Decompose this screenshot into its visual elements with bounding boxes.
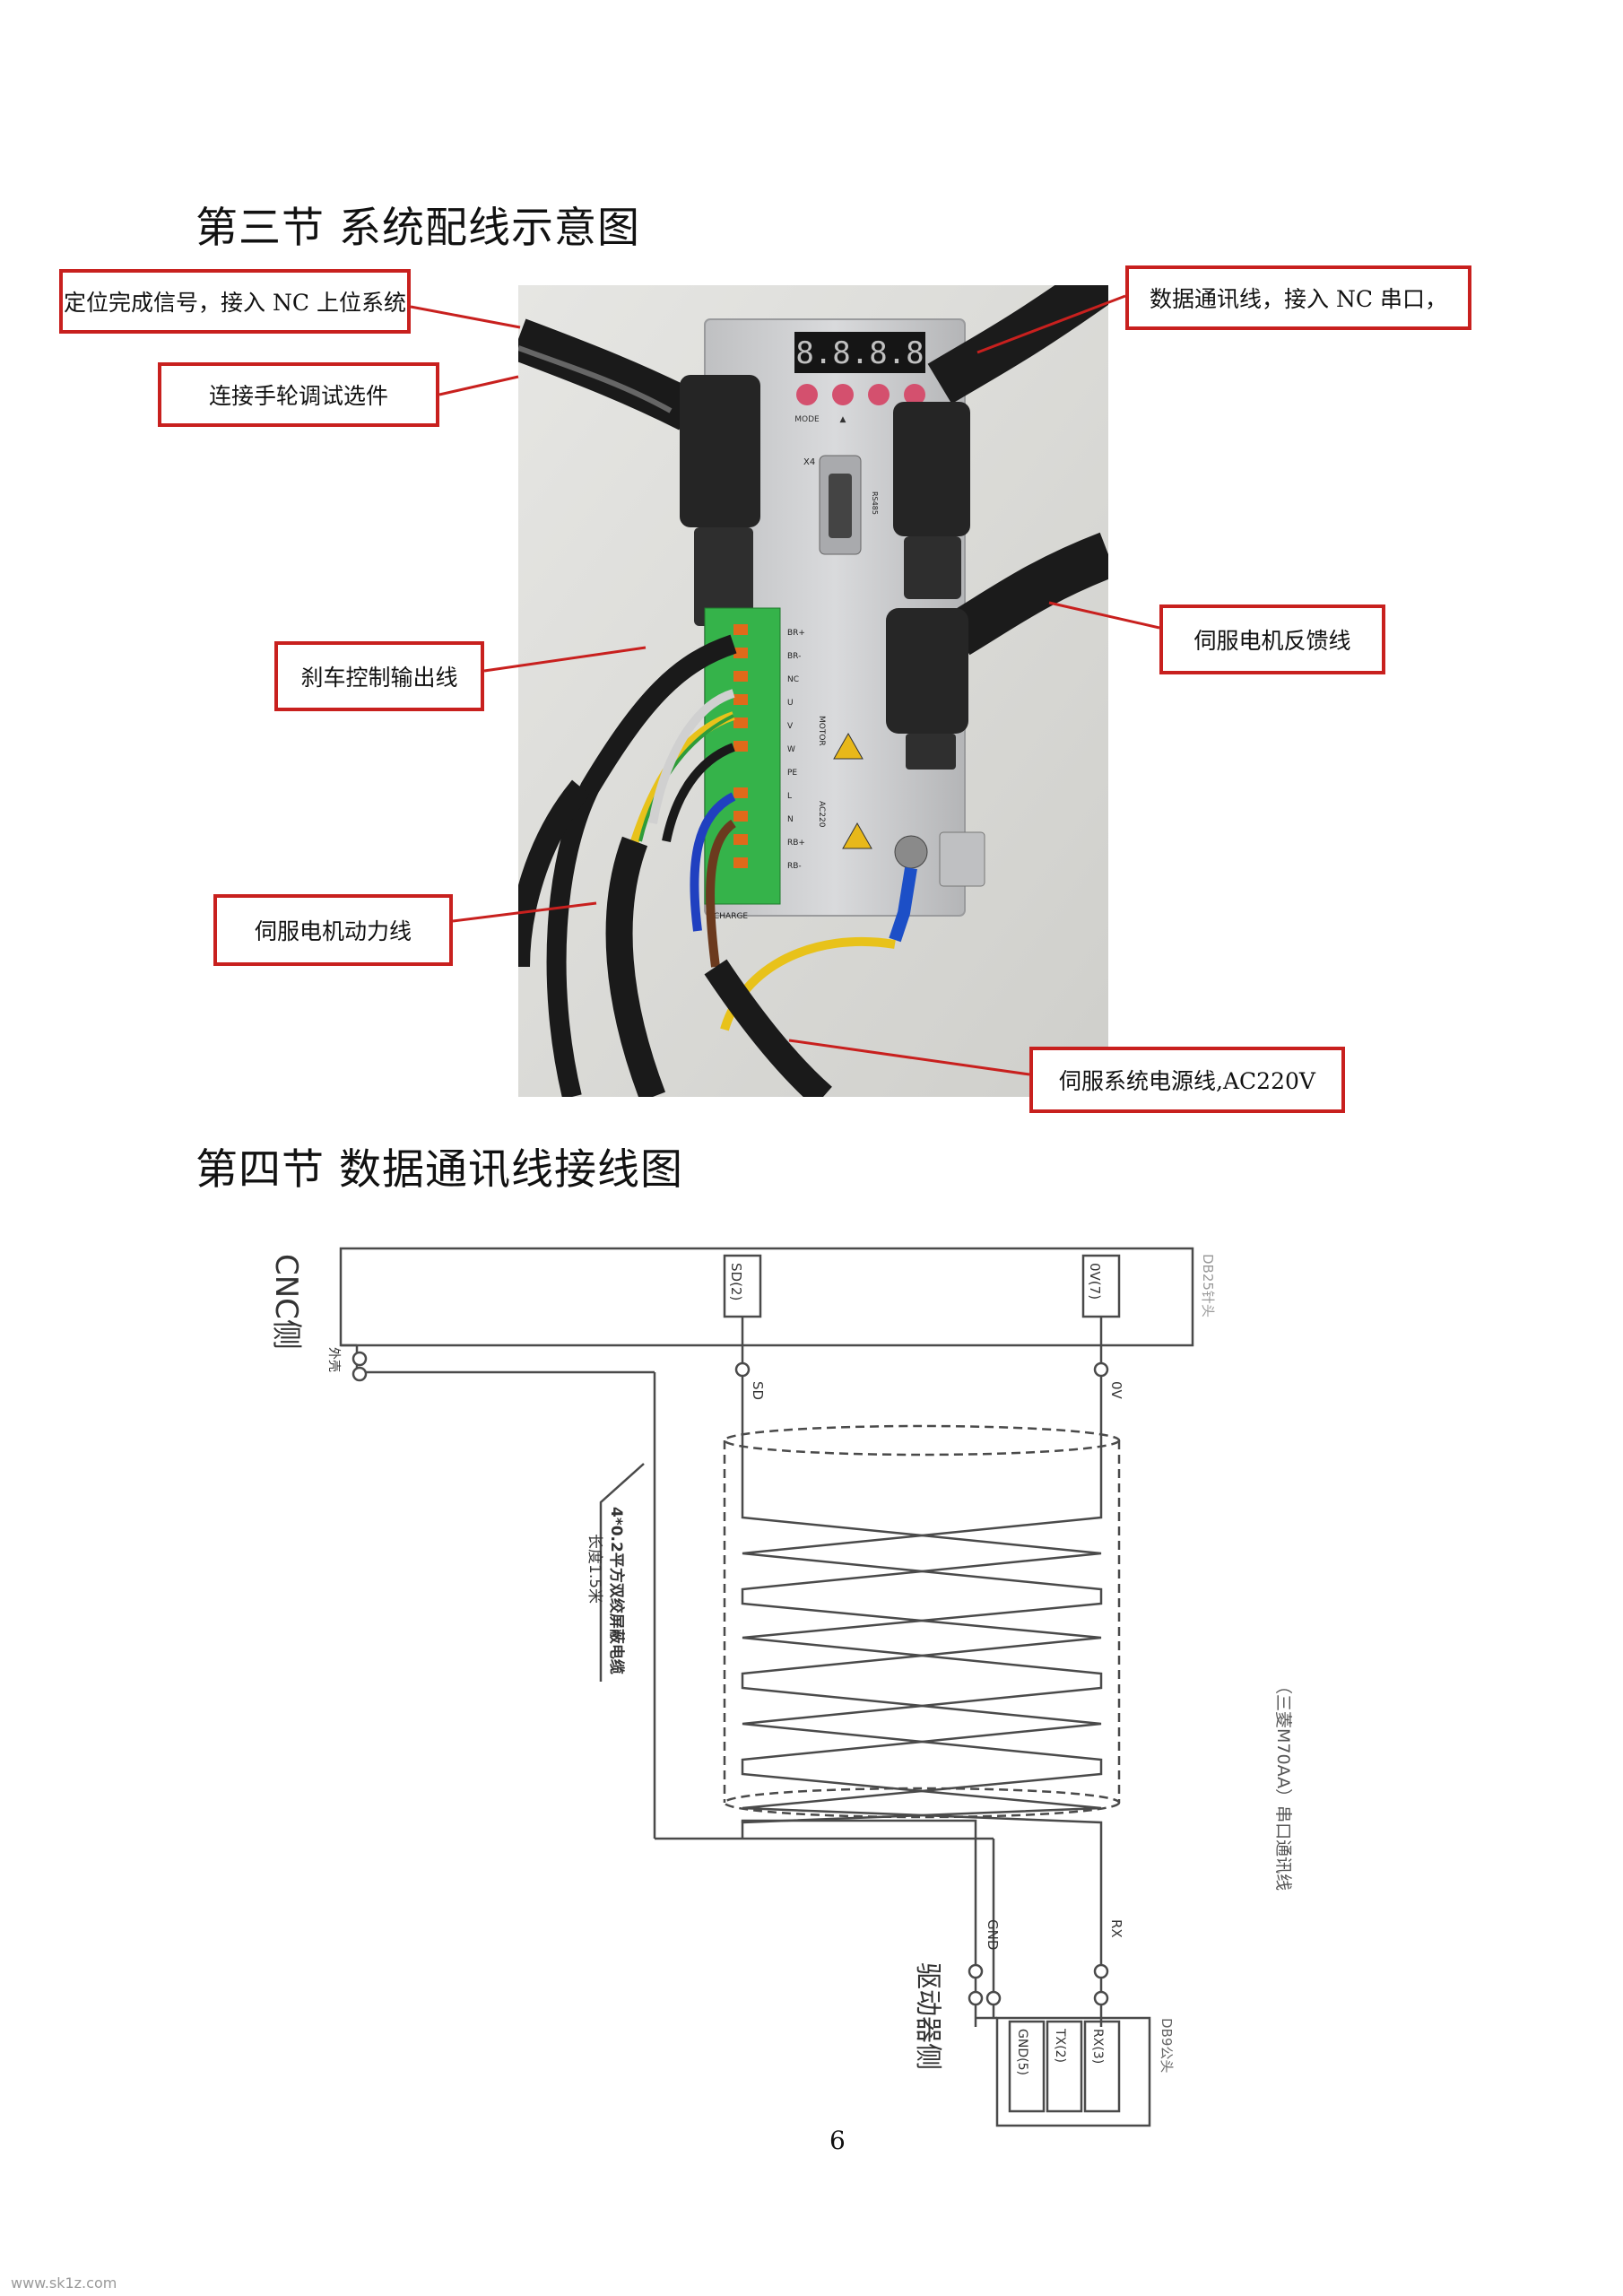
feedback-plug (886, 608, 968, 734)
l-label: L (787, 792, 792, 801)
driver-side-label: 驱动器侧 (912, 1962, 943, 2070)
page-number: 6 (829, 2126, 846, 2155)
led-display (794, 332, 925, 373)
left-plug (680, 375, 760, 527)
motor-label: MOTOR (817, 716, 826, 746)
gnd5-label: GND(5) (1015, 2029, 1029, 2075)
rx3-label: RX(3) (1090, 2029, 1105, 2064)
tx2-label: TX(2) (1053, 2028, 1067, 2063)
mode-button (796, 384, 818, 405)
w-label: W (787, 745, 795, 754)
callout-position-signal: 定位完成信号，接入 NC 上位系统 (59, 269, 411, 334)
ac220-label: AC220 (817, 801, 826, 828)
callout-power-cable: 伺服电机动力线 (213, 894, 453, 966)
tx2-pin-box (1046, 2020, 1083, 2113)
br-minus-label: BR- (787, 652, 801, 661)
rx-wire-label: RX (1108, 1919, 1124, 1938)
callout-supply: 伺服系统电源线,AC220V (1029, 1047, 1345, 1113)
u-label: U (787, 699, 794, 708)
display-digits: 8.8.8.8 (795, 335, 924, 371)
gnd-wire-label: GND (985, 1919, 1001, 1950)
up-button (832, 384, 854, 405)
callout-brake: 刹车控制输出线 (274, 641, 484, 711)
cable-length-label: 长度1.5米 (586, 1534, 603, 1604)
section3-heading: 第三节 系统配线示意图 (195, 204, 640, 253)
shell-label: 外壳 (326, 1347, 342, 1372)
rx3-pin-box (1083, 2020, 1121, 2113)
gnd5-pin-box (1008, 2020, 1046, 2113)
callout-handwheel: 连接手轮调试选件 (158, 362, 439, 427)
up-label: ▲ (840, 415, 846, 424)
br-plus-label: BR+ (787, 629, 805, 638)
section4-heading: 第四节 数据通讯线接线图 (195, 1145, 683, 1195)
sd-wire-label: SD (750, 1381, 766, 1400)
db25-label: DB25针头 (1200, 1254, 1216, 1318)
x4-label: X4 (803, 457, 815, 467)
mitsubishi-label: （三菱M70AA）串口通讯线 (1273, 1677, 1293, 1891)
ov-wire-label: 0V (1108, 1381, 1124, 1400)
db9-label: DB9公头 (1159, 2018, 1175, 2073)
cable-spec-label: 4*0.2平方双绞屏蔽电缆 (607, 1507, 626, 1674)
n-label: N (787, 815, 794, 824)
right-top-plug (893, 402, 970, 536)
nc-label: NC (787, 675, 799, 684)
down-button (868, 384, 890, 405)
rs485-label: RS485 (871, 491, 879, 515)
pe-label: PE (787, 769, 797, 778)
ov7-label: 0V(7) (1087, 1263, 1103, 1300)
servo-drive-photo: 8.8.8.8 MODE ▲ X4 RS485 BR+ BR- NC U V W… (518, 285, 1108, 1097)
callout-feedback: 伺服电机反馈线 (1159, 604, 1385, 674)
charge-label: CHARGE (714, 912, 748, 921)
cnc-db25-box (339, 1247, 1194, 1347)
rb-plus-label: RB+ (787, 839, 805, 848)
cnc-side-label: CNC侧 (268, 1254, 304, 1350)
set-button (904, 384, 925, 405)
watermark: www.sk1z.com (11, 2274, 117, 2292)
driver-db9-box (995, 2016, 1151, 2127)
rb-minus-label: RB- (787, 862, 802, 871)
data-cable-wiring-diagram: CNC侧 DB25针头 SD(2) 0V(7) 外壳 SD 0V 4*0.2平方… (268, 1247, 1293, 2127)
mode-label: MODE (794, 415, 820, 424)
callout-data-cable: 数据通讯线，接入 NC 串口， (1125, 265, 1471, 330)
sd2-label: SD(2) (728, 1263, 744, 1300)
v-label: V (787, 722, 794, 731)
